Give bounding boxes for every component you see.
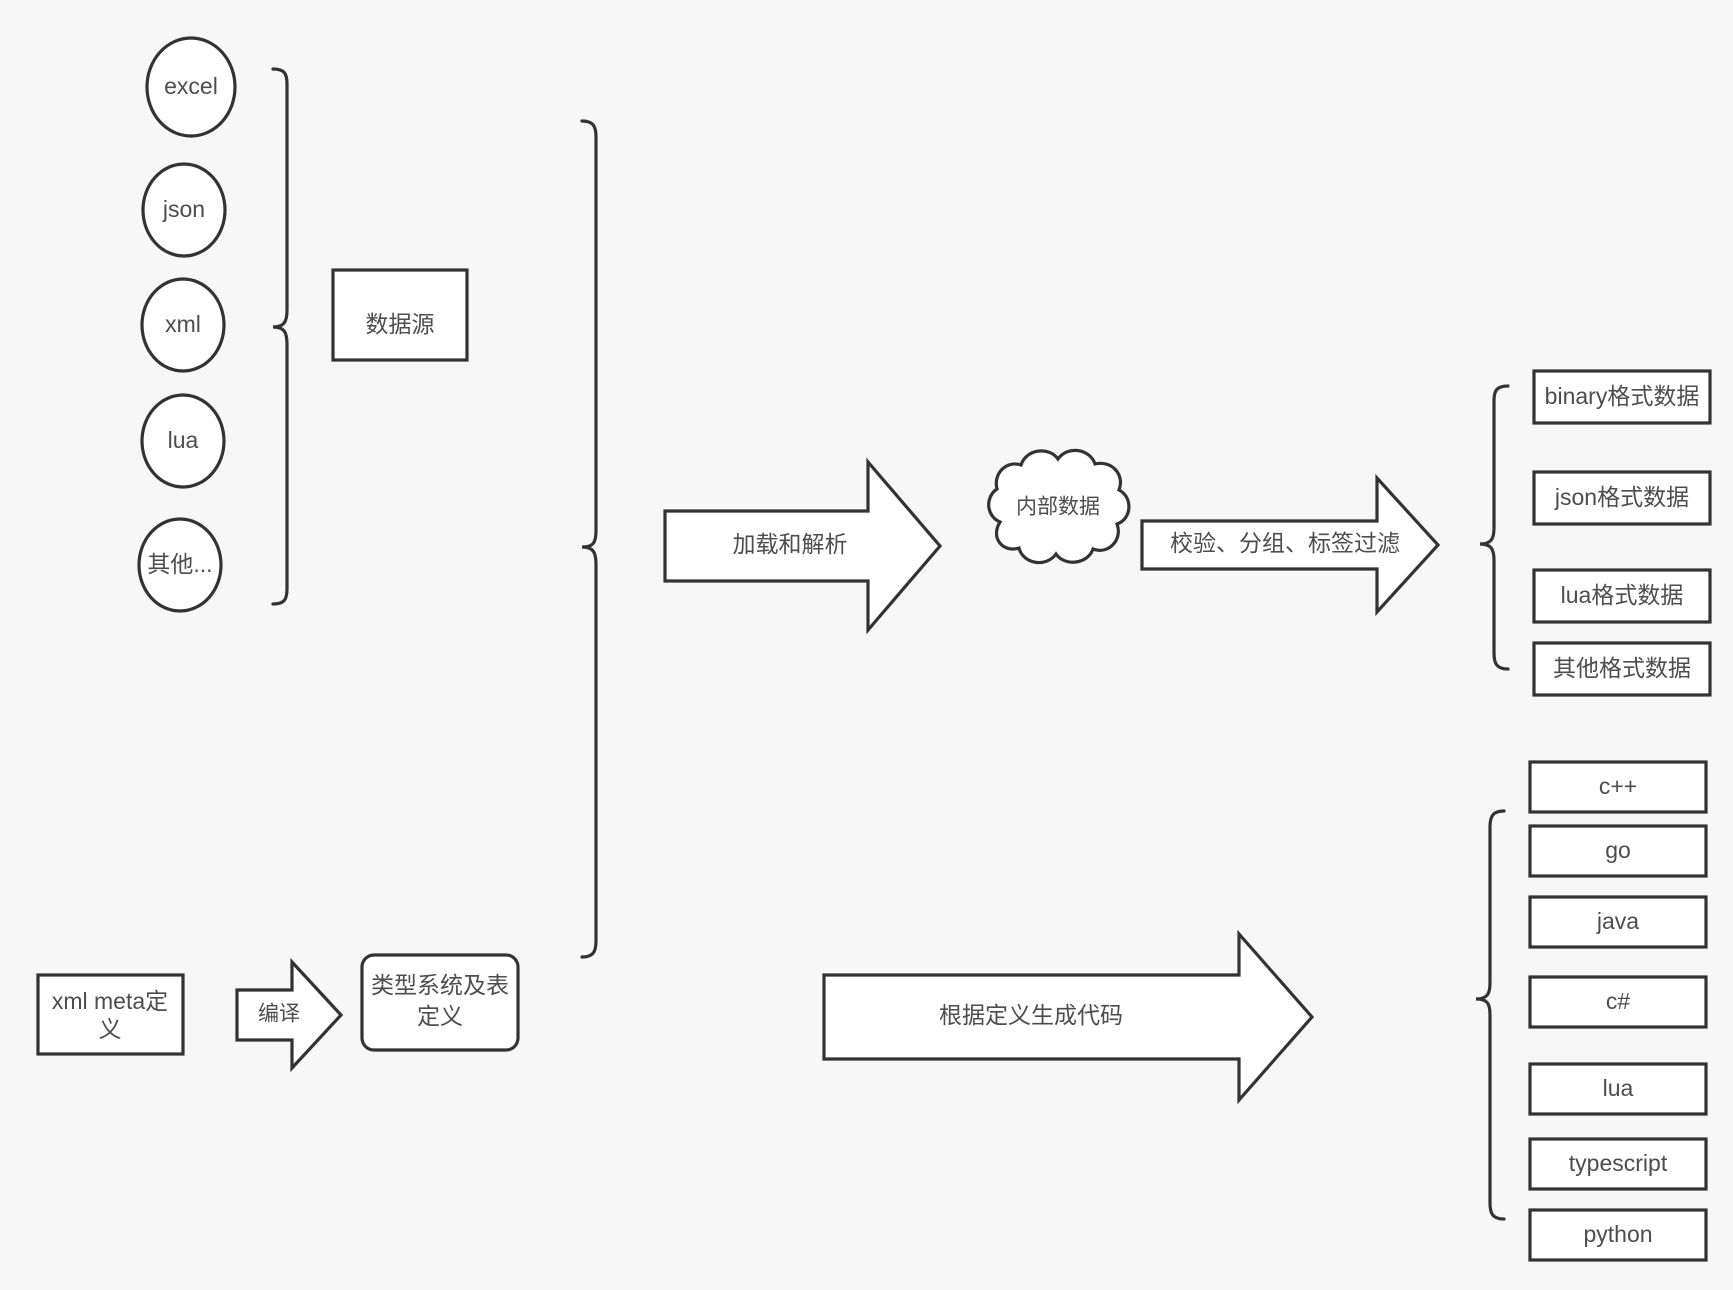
codegen-arrow-shape: [822, 929, 1315, 1105]
filter-arrow[interactable]: 校验、分组、标签过滤: [1140, 473, 1441, 617]
pipeline-input-brace: [580, 119, 598, 959]
xml-meta-definition-box[interactable]: xml meta定 义: [36, 973, 185, 1056]
internal-data-cloud-label: 内部数据: [1016, 496, 1100, 519]
codegen-language-rect-csharp: [1528, 975, 1708, 1029]
codegen-language-rect-java: [1528, 895, 1708, 949]
data-source-node-json[interactable]: json: [141, 162, 227, 258]
codegen-language-label-csharp: c#: [1606, 988, 1631, 1014]
load-parse-arrow-label: 加载和解析: [733, 531, 848, 557]
ellipse-json: [141, 162, 227, 258]
output-format-rect-binary: [1532, 369, 1712, 425]
compile-arrow-label: 编译: [258, 1003, 300, 1026]
codegen-language-label-cpp: c++: [1599, 773, 1637, 799]
codegen-language-rect-typescript: [1528, 1137, 1708, 1191]
codegen-languages-brace: [1475, 809, 1506, 1221]
xml-meta-definition-label-line1: xml meta定: [52, 988, 168, 1014]
output-format-label-json: json格式数据: [1554, 484, 1689, 510]
type-system-rect: [360, 953, 520, 1052]
codegen-languages-group: c++ go java c# lua typescript python: [1528, 760, 1708, 1262]
load-parse-arrow-shape: [663, 457, 943, 635]
ellipse-excel: [145, 36, 237, 138]
codegen-language-item-typescript[interactable]: typescript: [1528, 1137, 1708, 1191]
output-format-rect-json: [1532, 470, 1712, 526]
codegen-language-item-go[interactable]: go: [1528, 824, 1708, 878]
xml-meta-definition-label-line2: 义: [99, 1016, 122, 1042]
data-source-label-json: json: [162, 196, 205, 222]
data-source-box[interactable]: 数据源: [331, 268, 469, 362]
output-format-label-lua: lua格式数据: [1561, 582, 1684, 608]
output-formats-group: binary格式数据 json格式数据 lua格式数据 其他格式数据: [1532, 369, 1712, 697]
output-formats-brace: [1479, 384, 1510, 671]
codegen-language-label-lua: lua: [1603, 1075, 1634, 1101]
ellipse-other: [137, 517, 223, 613]
data-source-label-excel: excel: [164, 73, 218, 99]
output-format-rect-lua: [1532, 568, 1712, 624]
data-source-node-lua[interactable]: lua: [140, 393, 226, 489]
codegen-language-item-java[interactable]: java: [1528, 895, 1708, 949]
data-source-label-other: 其他...: [147, 551, 212, 577]
data-source-group: excel json xml lua 其他...: [137, 36, 237, 613]
internal-data-cloud[interactable]: 内部数据: [987, 448, 1131, 565]
codegen-language-label-java: java: [1596, 908, 1639, 934]
output-format-item-json[interactable]: json格式数据: [1532, 470, 1712, 526]
output-format-label-binary: binary格式数据: [1545, 383, 1700, 409]
filter-arrow-label: 校验、分组、标签过滤: [1170, 530, 1400, 556]
data-source-box-rect: [331, 268, 469, 362]
codegen-language-item-cpp[interactable]: c++: [1528, 760, 1708, 814]
data-source-node-excel[interactable]: excel: [145, 36, 237, 138]
data-source-node-xml[interactable]: xml: [140, 277, 226, 373]
data-source-brace: [271, 67, 289, 606]
compile-arrow[interactable]: 编译: [235, 957, 344, 1073]
type-system-label-line2: 定义: [417, 1003, 463, 1029]
codegen-language-rect-python: [1528, 1208, 1708, 1262]
compile-arrow-shape: [235, 957, 344, 1073]
xml-meta-definition-rect: [36, 973, 185, 1056]
type-system-box[interactable]: 类型系统及表 定义: [360, 953, 520, 1052]
ellipse-lua: [140, 393, 226, 489]
codegen-arrow[interactable]: 根据定义生成代码: [822, 929, 1315, 1105]
output-format-label-other: 其他格式数据: [1553, 655, 1691, 681]
codegen-language-rect-lua: [1528, 1062, 1708, 1116]
codegen-language-item-lua[interactable]: lua: [1528, 1062, 1708, 1116]
codegen-language-rect-go: [1528, 824, 1708, 878]
internal-data-cloud-shape: [987, 448, 1131, 565]
codegen-arrow-label: 根据定义生成代码: [939, 1002, 1123, 1028]
filter-arrow-shape: [1140, 473, 1441, 617]
output-format-rect-other: [1532, 641, 1712, 697]
codegen-language-label-typescript: typescript: [1569, 1150, 1668, 1176]
codegen-language-label-python: python: [1583, 1221, 1652, 1247]
load-parse-arrow[interactable]: 加载和解析: [663, 457, 943, 635]
data-source-node-other[interactable]: 其他...: [137, 517, 223, 613]
data-source-label-xml: xml: [165, 311, 201, 337]
codegen-language-item-csharp[interactable]: c#: [1528, 975, 1708, 1029]
output-format-item-lua[interactable]: lua格式数据: [1532, 568, 1712, 624]
data-source-box-label: 数据源: [366, 311, 435, 337]
output-format-item-other[interactable]: 其他格式数据: [1532, 641, 1712, 697]
ellipse-xml: [140, 277, 226, 373]
data-source-label-lua: lua: [168, 427, 199, 453]
output-format-item-binary[interactable]: binary格式数据: [1532, 369, 1712, 425]
codegen-language-label-go: go: [1605, 837, 1631, 863]
codegen-language-item-python[interactable]: python: [1528, 1208, 1708, 1262]
type-system-label-line1: 类型系统及表: [371, 972, 509, 998]
codegen-language-rect-cpp: [1528, 760, 1708, 814]
